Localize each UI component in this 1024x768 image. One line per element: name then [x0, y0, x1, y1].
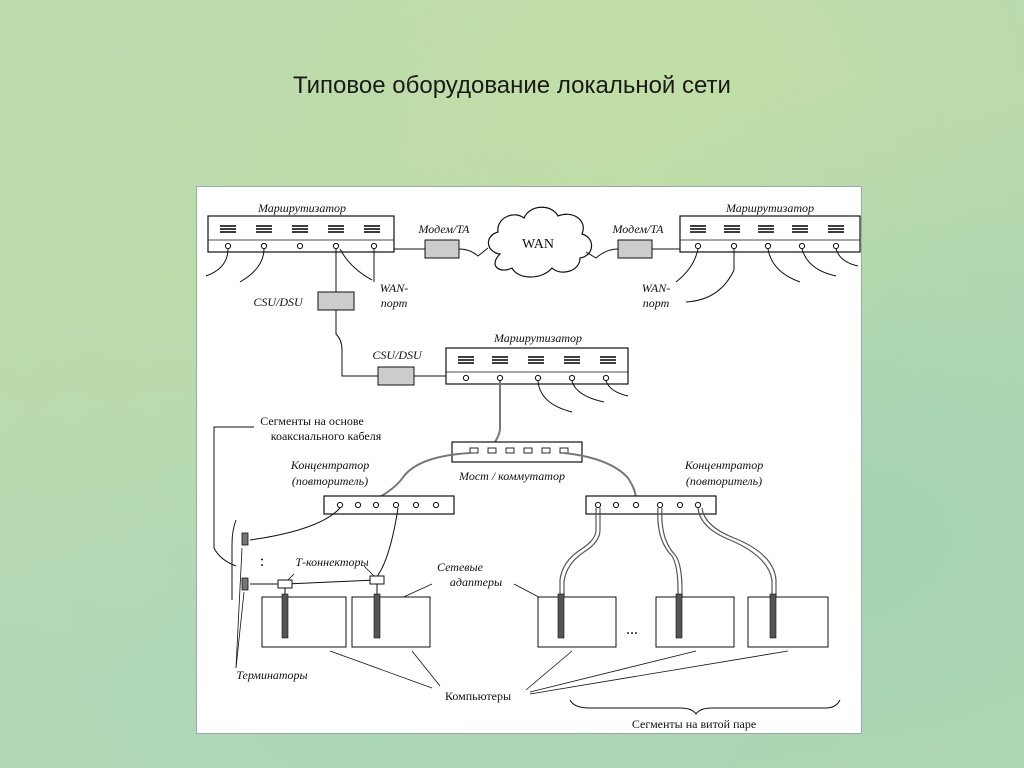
computer-4: [655, 593, 735, 648]
coax-segments-line1: Сегменты на основе: [260, 414, 364, 428]
computer-3: [537, 593, 617, 648]
modem-left-label: Модем/TA: [417, 222, 470, 236]
horizontal-ellipsis: ...: [626, 621, 638, 638]
router-middle-label: Маршрутизатор: [493, 331, 582, 345]
modem-right-label: Модем/TA: [611, 222, 664, 236]
bridge-switch: [451, 441, 583, 463]
wan-cloud: [487, 206, 593, 278]
computers-label: Компьютеры: [445, 689, 511, 703]
hub-right: [585, 495, 717, 515]
wan-port-left-line1: WAN-: [380, 281, 409, 295]
wan-cloud-label: WAN: [522, 237, 554, 252]
network-adapters-line2: адаптеры: [450, 575, 502, 589]
twisted-pair-segments-label: Сегменты на витой паре: [632, 717, 756, 731]
router-middle: [445, 347, 629, 385]
bridge-switch-label: Мост / коммутатор: [458, 469, 565, 483]
vertical-ellipsis: :: [260, 553, 264, 570]
terminators-label: Терминаторы: [236, 668, 307, 682]
network-adapters-line1: Сетевые: [437, 560, 484, 574]
router-top-right-label: Маршрутизатор: [725, 201, 814, 215]
hub-left: [323, 495, 455, 515]
terminator-top: [241, 532, 249, 546]
hub-left-line2: (повторитель): [292, 474, 368, 488]
slide-title: Типовое оборудование локальной сети: [293, 72, 731, 99]
wan-port-left-line2: порт: [381, 296, 408, 310]
t-connectors-label: Т-коннекторы: [295, 555, 368, 569]
wan-port-right-line2: порт: [643, 296, 670, 310]
csu-dsu-middle-label: CSU/DSU: [372, 348, 423, 362]
wan-port-right-line1: WAN-: [642, 281, 671, 295]
modem-right: [617, 239, 653, 259]
t-connector-2: [369, 575, 385, 596]
csu-dsu-left: [317, 291, 355, 311]
t-connector-1: [277, 579, 293, 596]
hub-right-line1: Концентратор: [684, 458, 763, 472]
computer-2: [351, 593, 431, 648]
computer-1: [261, 593, 347, 648]
router-top-left: [207, 215, 395, 253]
terminator-bottom: [241, 577, 249, 591]
router-top-left-label: Маршрутизатор: [257, 201, 346, 215]
coax-segments-line2: коаксиального кабеля: [271, 429, 382, 443]
hub-left-line1: Концентратор: [290, 458, 369, 472]
csu-dsu-middle: [377, 366, 415, 386]
csu-dsu-left-label: CSU/DSU: [253, 295, 304, 309]
computer-5: [747, 593, 829, 648]
hub-right-line2: (повторитель): [686, 474, 762, 488]
router-top-right: [679, 215, 861, 253]
modem-left: [424, 239, 460, 259]
